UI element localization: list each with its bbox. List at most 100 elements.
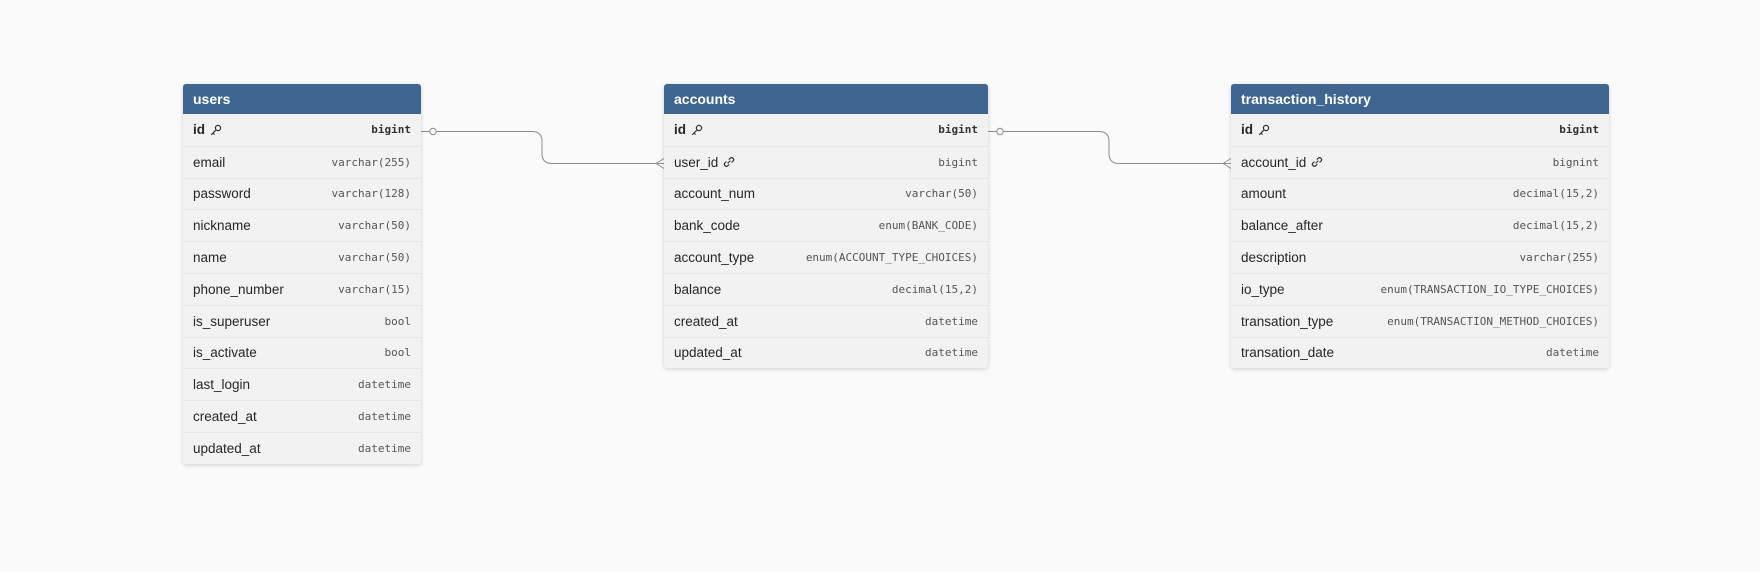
column-type: enum(ACCOUNT_TYPE_CHOICES) bbox=[805, 251, 978, 265]
column-name: id bbox=[674, 122, 703, 137]
column-name: transation_type bbox=[1241, 314, 1333, 329]
column-name: account_num bbox=[674, 186, 755, 201]
column-type: bigint bbox=[938, 155, 978, 169]
column-name-label: created_at bbox=[193, 409, 257, 425]
column-name: id bbox=[193, 122, 222, 137]
column-type: varchar(50) bbox=[338, 251, 411, 265]
column-name: name bbox=[193, 250, 227, 265]
column-name-label: nickname bbox=[193, 218, 251, 234]
column-name: balance_after bbox=[1241, 218, 1323, 233]
column-name: transation_date bbox=[1241, 345, 1334, 360]
column-row-updated-at[interactable]: updated_at datetime bbox=[664, 336, 988, 369]
column-name-label: id bbox=[193, 122, 205, 138]
table-header[interactable]: accounts bbox=[664, 84, 988, 114]
column-name: is_superuser bbox=[193, 314, 270, 329]
column-name-label: name bbox=[193, 250, 227, 266]
column-type: decimal(15,2) bbox=[1512, 187, 1599, 201]
column-row-amount[interactable]: amount decimal(15,2) bbox=[1231, 177, 1609, 210]
column-name: io_type bbox=[1241, 282, 1285, 297]
column-type: varchar(50) bbox=[338, 219, 411, 233]
column-name-label: created_at bbox=[674, 313, 738, 329]
column-name-label: phone_number bbox=[193, 281, 284, 297]
column-name-label: id bbox=[1241, 122, 1253, 138]
column-name: account_id bbox=[1241, 155, 1323, 170]
column-name-label: io_type bbox=[1241, 281, 1285, 297]
column-name: account_type bbox=[674, 250, 754, 265]
column-name-label: is_activate bbox=[193, 345, 257, 361]
column-row-balance[interactable]: balance decimal(15,2) bbox=[664, 272, 988, 305]
column-row-account-id[interactable]: account_id bignint bbox=[1231, 145, 1609, 178]
column-row-email[interactable]: email varchar(255) bbox=[183, 145, 421, 178]
column-type: varchar(50) bbox=[905, 187, 978, 201]
column-row-account-type[interactable]: account_type enum(ACCOUNT_TYPE_CHOICES) bbox=[664, 241, 988, 273]
column-name: last_login bbox=[193, 377, 250, 392]
column-type: bignint bbox=[1552, 155, 1599, 169]
column-name: balance bbox=[674, 282, 721, 297]
column-row-created-at[interactable]: created_at datetime bbox=[664, 304, 988, 337]
column-row-user-id[interactable]: user_id bigint bbox=[664, 145, 988, 178]
relationship-users-accounts[interactable] bbox=[421, 127, 665, 169]
column-name: user_id bbox=[674, 155, 735, 170]
column-name-label: user_id bbox=[674, 154, 719, 170]
column-name-label: is_superuser bbox=[193, 313, 271, 329]
column-row-account-num[interactable]: account_num varchar(50) bbox=[664, 177, 988, 210]
zero-cardinality-marker bbox=[996, 127, 1004, 136]
zero-cardinality-marker bbox=[429, 127, 437, 136]
column-name-label: updated_at bbox=[193, 440, 261, 456]
column-row-transation-date[interactable]: transation_date datetime bbox=[1231, 336, 1609, 369]
column-type: decimal(15,2) bbox=[891, 282, 978, 296]
column-type: enum(BANK_CODE) bbox=[878, 219, 978, 233]
column-name-label: account_num bbox=[674, 186, 756, 202]
column-name-label: account_type bbox=[674, 250, 755, 266]
key-icon bbox=[1258, 124, 1270, 136]
column-name: updated_at bbox=[193, 441, 261, 456]
column-name-label: email bbox=[193, 154, 226, 170]
table-header[interactable]: users bbox=[183, 84, 421, 114]
column-type: datetime bbox=[358, 410, 411, 424]
column-type: varchar(255) bbox=[331, 155, 411, 169]
column-name-label: updated_at bbox=[674, 345, 742, 361]
key-icon bbox=[210, 124, 222, 136]
column-name: updated_at bbox=[674, 345, 742, 360]
column-name: amount bbox=[1241, 186, 1286, 201]
column-type: datetime bbox=[925, 314, 978, 328]
column-name: nickname bbox=[193, 218, 251, 233]
relationship-accounts-transaction-history[interactable] bbox=[988, 127, 1232, 169]
column-row-created-at[interactable]: created_at datetime bbox=[183, 400, 421, 432]
column-name: phone_number bbox=[193, 282, 284, 297]
column-name-label: transation_type bbox=[1241, 313, 1334, 329]
table-header[interactable]: transaction_history bbox=[1231, 84, 1609, 114]
column-name-label: last_login bbox=[193, 377, 251, 393]
column-row-is-superuser[interactable]: is_superuser bool bbox=[183, 304, 421, 337]
column-row-nickname[interactable]: nickname varchar(50) bbox=[183, 209, 421, 241]
link-icon bbox=[1311, 156, 1323, 168]
column-row-name[interactable]: name varchar(50) bbox=[183, 241, 421, 273]
column-name: password bbox=[193, 186, 251, 201]
column-name-label: balance bbox=[674, 281, 722, 297]
column-type: datetime bbox=[925, 346, 978, 360]
column-name-label: id bbox=[674, 122, 686, 138]
column-type: datetime bbox=[1546, 346, 1599, 360]
column-name: description bbox=[1241, 250, 1306, 265]
column-name-label: description bbox=[1241, 250, 1307, 266]
column-type: bool bbox=[384, 314, 412, 328]
